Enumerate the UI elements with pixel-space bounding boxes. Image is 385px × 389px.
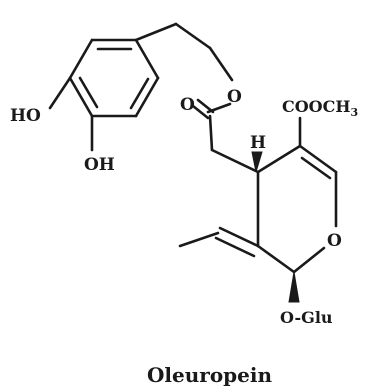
hydrogen-label: H [250, 133, 266, 153]
pyran-c5-c6 [298, 144, 338, 174]
carbonyl-double-bond-b [196, 98, 215, 114]
ethylidene-to-methyl [178, 231, 220, 248]
ring-bond-bottom-right [134, 76, 160, 118]
ring-double-left [78, 76, 99, 109]
ring-bond-top-right [134, 38, 160, 80]
ring-bond-top-left [68, 38, 94, 80]
c1-glycoside-wedge [288, 271, 300, 303]
chain-c1-to-c2 [174, 22, 212, 50]
c8-ethylidene-double-a [218, 226, 260, 248]
methyl-ester-subscript: 3 [350, 106, 358, 119]
methyl-ester-text: COOCH [282, 97, 350, 116]
chain-ring-to-c1 [134, 22, 178, 42]
dihydropyran-ring [256, 144, 338, 274]
catechol-ring [68, 38, 160, 118]
oh-label: OH [84, 155, 115, 175]
chain-c2-to-c3 [208, 46, 234, 82]
ester-link-oxygen: O [227, 87, 242, 107]
pyran-c5-c6-double [300, 156, 332, 180]
pyran-c4-c5 [256, 144, 302, 174]
ring-bond-bottom-left [68, 76, 94, 118]
ring-double-right [129, 77, 150, 110]
c8-ethylidene-double-b [214, 236, 256, 258]
carbonyl-to-ch2 [208, 114, 214, 152]
molecule-name-caption: Oleuropein [147, 363, 272, 387]
bond-ring-to-ho [48, 76, 72, 110]
ho-label: HO [10, 106, 41, 126]
methyl-ester-label: COOCH3 [282, 97, 358, 119]
carbonyl-double-bond-a [191, 104, 210, 120]
pyran-c1-c8 [256, 244, 296, 274]
c4-hydrogen-wedge [251, 151, 263, 173]
ch2-to-c4 [210, 148, 260, 174]
pyran-o-c1 [292, 246, 326, 274]
ring-oxygen-label: O [327, 231, 342, 251]
ester-carbonyl-oxygen: O [180, 95, 195, 115]
glycoside-label: O-Glu [280, 308, 333, 327]
